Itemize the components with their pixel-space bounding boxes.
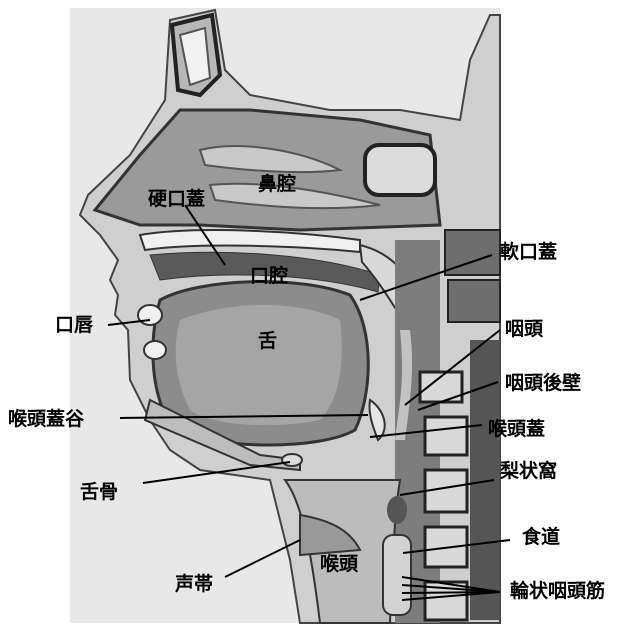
leader-soft-palate bbox=[359, 254, 493, 301]
leader-esophagus bbox=[402, 539, 511, 554]
sphenoid-sinus bbox=[363, 143, 437, 197]
epiglottis-shape bbox=[368, 398, 386, 442]
pharynx-lumen bbox=[395, 330, 413, 440]
leader-piriform bbox=[399, 479, 495, 496]
label-hard-palate: 硬口蓋 bbox=[148, 188, 206, 210]
leader-vocal-cords bbox=[224, 539, 301, 578]
leader-cricopharyngeus-4 bbox=[401, 591, 501, 601]
leader-pharynx bbox=[404, 329, 501, 406]
leader-hyoid bbox=[142, 461, 291, 484]
label-hyoid: 舌骨 bbox=[80, 481, 119, 503]
esophagus-shape bbox=[382, 534, 412, 616]
label-larynx: 喉頭 bbox=[320, 553, 359, 575]
leader-lips bbox=[107, 319, 151, 326]
nasal-turbinate-upper bbox=[198, 145, 344, 174]
label-esophagus: 食道 bbox=[522, 526, 561, 548]
label-pharynx: 咽頭 bbox=[505, 318, 544, 340]
lower-lip-shape bbox=[143, 340, 167, 360]
leader-cricopharyngeus-2 bbox=[401, 584, 501, 593]
leader-epiglottis bbox=[369, 424, 483, 438]
label-oral-cavity: 口腔 bbox=[250, 265, 289, 287]
label-soft-palate: 軟口蓋 bbox=[500, 241, 558, 263]
label-vocal-cords: 声帯 bbox=[175, 573, 214, 595]
leader-hard-palate bbox=[184, 204, 226, 266]
tongue-inner bbox=[175, 305, 342, 426]
hyoid-bone-shape bbox=[281, 453, 303, 467]
vocal-cord-shape bbox=[299, 513, 362, 557]
label-posterior-pharyngeal-wall: 咽頭後壁 bbox=[505, 372, 582, 394]
frontal-sinus bbox=[178, 26, 212, 87]
label-piriform-sinus: 梨状窩 bbox=[500, 460, 558, 482]
leader-vallecula bbox=[119, 414, 369, 419]
leader-lines bbox=[107, 204, 511, 601]
nasal-turbinate-lower bbox=[208, 182, 381, 210]
label-vallecula: 喉頭蓋谷 bbox=[8, 408, 85, 430]
piriform-recess-shape bbox=[387, 496, 407, 524]
label-nasal-cavity: 鼻腔 bbox=[258, 173, 297, 195]
leader-cricopharyngeus-1 bbox=[401, 576, 501, 593]
leader-posterior-pharyngeal-wall bbox=[417, 381, 499, 411]
label-lips: 口唇 bbox=[55, 314, 94, 336]
leader-cricopharyngeus-3 bbox=[401, 591, 501, 594]
label-epiglottis: 喉頭蓋 bbox=[488, 418, 546, 440]
label-cricopharyngeus: 輪状咽頭筋 bbox=[510, 580, 606, 602]
label-tongue: 舌 bbox=[258, 330, 278, 352]
